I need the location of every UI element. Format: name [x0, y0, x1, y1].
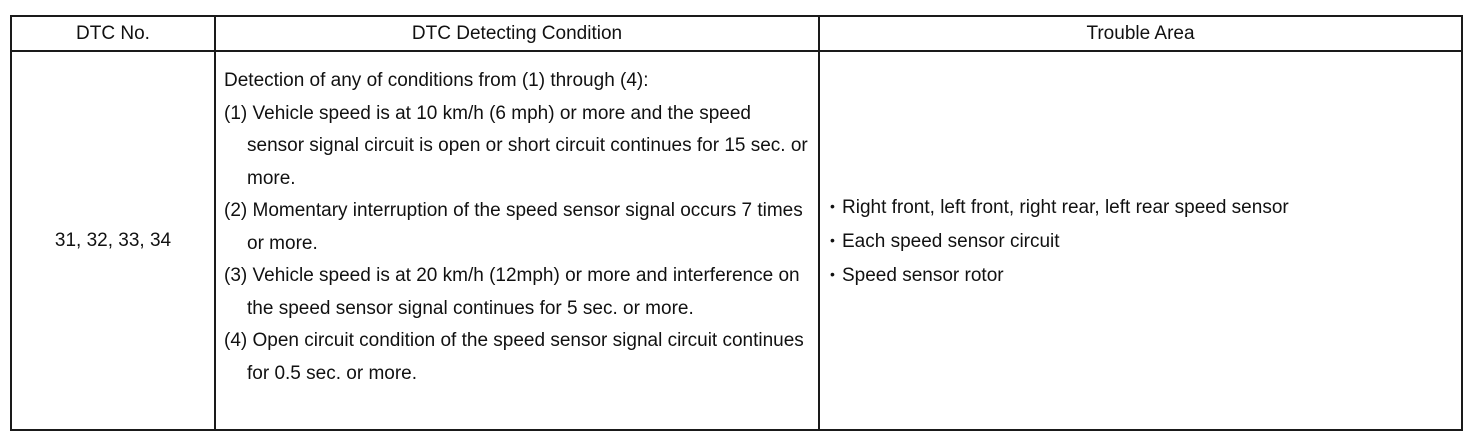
trouble-area-item-3: • Speed sensor rotor: [830, 258, 1451, 292]
condition-item-4: (4) Open circuit condition of the speed …: [224, 330, 804, 384]
header-detecting-condition: DTC Detecting Condition: [214, 15, 820, 52]
trouble-area-text: Right front, left front, right rear, lef…: [842, 196, 1289, 218]
bullet-icon: •: [830, 265, 835, 282]
dtc-number-cell: 31, 32, 33, 34: [10, 50, 216, 431]
dtc-table: DTC No. DTC Detecting Condition Trouble …: [10, 15, 1463, 431]
trouble-area-cell: • Right front, left front, right rear, le…: [818, 50, 1463, 431]
header-trouble-area: Trouble Area: [818, 15, 1463, 52]
trouble-area-text: Each speed sensor circuit: [842, 230, 1060, 252]
dtc-table-container: DTC No. DTC Detecting Condition Trouble …: [10, 15, 1463, 431]
bullet-icon: •: [830, 197, 835, 214]
table-row: 31, 32, 33, 34 Detection of any of condi…: [10, 50, 1463, 431]
condition-item-2: (2) Momentary interruption of the speed …: [224, 200, 803, 254]
trouble-area-item-2: • Each speed sensor circuit: [830, 224, 1451, 258]
condition-intro: Detection of any of conditions from (1) …: [224, 70, 649, 91]
table-header-row: DTC No. DTC Detecting Condition Trouble …: [10, 15, 1463, 52]
trouble-area-text: Speed sensor rotor: [842, 264, 1004, 286]
bullet-icon: •: [830, 231, 835, 248]
condition-item-3: (3) Vehicle speed is at 20 km/h (12mph) …: [224, 265, 800, 319]
detecting-condition-cell: Detection of any of conditions from (1) …: [214, 50, 820, 431]
trouble-area-item-1: • Right front, left front, right rear, le…: [830, 190, 1451, 224]
condition-item-1: (1) Vehicle speed is at 10 km/h (6 mph) …: [224, 102, 808, 189]
header-dtc-no: DTC No.: [10, 15, 216, 52]
